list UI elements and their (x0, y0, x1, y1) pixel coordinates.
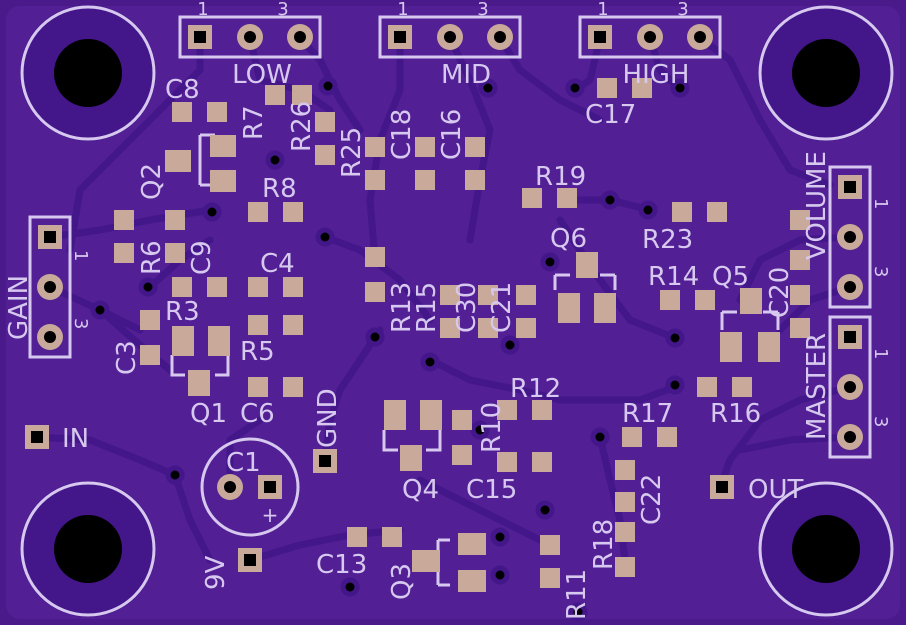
ref-c20: C20 (765, 267, 795, 318)
label-gnd: GND (313, 388, 343, 448)
ref-c8: C8 (165, 75, 200, 105)
ref-r23: R23 (642, 225, 693, 255)
ref-r6: R6 (137, 240, 167, 275)
ref-q5: Q5 (712, 262, 749, 292)
ref-r17: R17 (622, 399, 673, 429)
ref-c13: C13 (316, 550, 367, 580)
ref-r16: R16 (710, 399, 761, 429)
pin1-high: 1 (597, 0, 608, 20)
ref-r25: R25 (337, 127, 367, 178)
ref-c3: C3 (112, 340, 142, 375)
label-high: HIGH (623, 60, 690, 90)
pin3-volume: 3 (870, 266, 891, 277)
label-9v: 9V (201, 555, 231, 590)
header-pads (25, 24, 863, 572)
mount-ring (20, 481, 156, 617)
label-master: MASTER (802, 333, 832, 440)
ref-q3: Q3 (387, 563, 417, 600)
label-mid: MID (441, 60, 491, 90)
ref-r3: R3 (165, 297, 200, 327)
label-low: LOW (232, 60, 292, 90)
label-plus: + (262, 503, 279, 527)
pin1-volume: 1 (870, 198, 891, 209)
ref-r13: R13 (387, 282, 417, 333)
ref-r7: R7 (239, 105, 269, 140)
ref-q6: Q6 (550, 224, 587, 254)
ref-c4: C4 (260, 249, 295, 279)
ref-c6: C6 (240, 399, 275, 429)
label-gain: GAIN (4, 275, 34, 340)
pin3-low: 3 (277, 0, 288, 20)
ref-c21: C21 (487, 282, 517, 333)
pin3-master: 3 (870, 416, 891, 427)
ref-r18: R18 (589, 519, 619, 570)
ref-r8: R8 (262, 174, 297, 204)
ref-r14: R14 (648, 262, 699, 292)
mount-ring (758, 5, 894, 141)
mount-hole (54, 515, 122, 583)
ref-q1: Q1 (190, 399, 227, 429)
pin1-master: 1 (870, 348, 891, 359)
ref-c30: C30 (452, 282, 482, 333)
ref-r11: R11 (562, 569, 592, 620)
ref-c17: C17 (585, 100, 636, 130)
ref-q2: Q2 (137, 163, 167, 200)
ref-r10: R10 (477, 402, 507, 453)
ref-c1: C1 (226, 448, 261, 478)
pin1-low: 1 (197, 0, 208, 20)
label-out: OUT (748, 475, 803, 505)
ref-c9: C9 (187, 240, 217, 275)
silk-labels: 1 3 1 3 1 3 LOW MID HIGH GAIN 1 3 VOLUME… (4, 0, 891, 620)
label-volume: VOLUME (802, 151, 832, 260)
mount-hole (792, 39, 860, 107)
pin3-gain: 3 (70, 318, 91, 329)
pin3-high: 3 (677, 0, 688, 20)
ref-r26: R26 (287, 101, 317, 152)
mount-ring (758, 481, 894, 617)
ref-r15: R15 (412, 282, 442, 333)
ref-c15: C15 (466, 475, 517, 505)
mount-hole (54, 39, 122, 107)
smd-pads (114, 78, 810, 592)
mount-ring (20, 5, 156, 141)
ref-r12: R12 (510, 374, 561, 404)
mount-hole (792, 515, 860, 583)
ref-q4: Q4 (402, 475, 439, 505)
ref-c22: C22 (637, 474, 667, 525)
ref-c16: C16 (437, 109, 467, 160)
pin1-gain: 1 (70, 250, 91, 261)
vias (90, 76, 690, 622)
pin1-mid: 1 (397, 0, 408, 20)
mounting-holes (20, 5, 894, 617)
label-in: IN (62, 424, 89, 454)
ref-r19: R19 (535, 162, 586, 192)
ref-r5: R5 (240, 337, 275, 367)
ref-c18: C18 (387, 109, 417, 160)
pin3-mid: 3 (477, 0, 488, 20)
